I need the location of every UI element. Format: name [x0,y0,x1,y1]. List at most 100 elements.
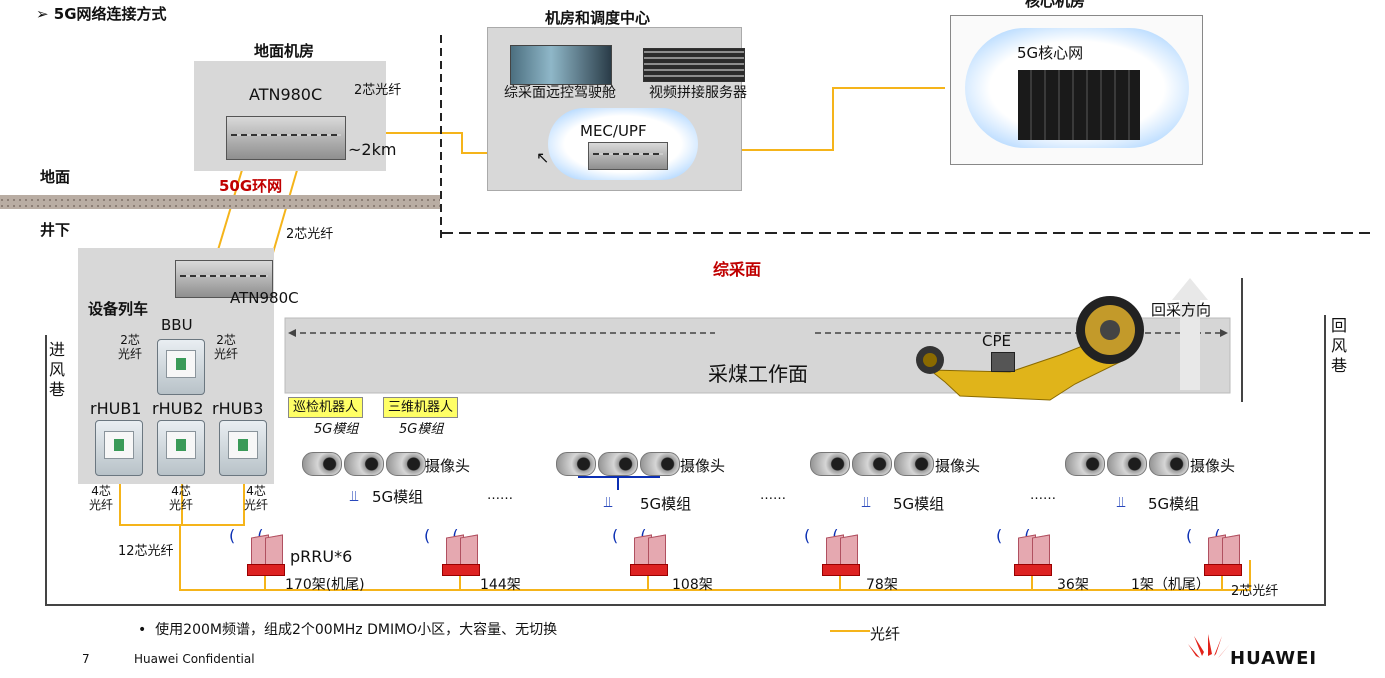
prru-icon: (( [996,526,1054,576]
prru-label-3: 108架 [672,577,713,593]
camera-group-4-module: 5G模组 [1148,495,1200,513]
prru-label-4: 78架 [866,577,898,593]
ellipsis-3: …… [1030,488,1056,503]
prru-label-6: 1架（机尾） [1131,577,1210,593]
mec-device [588,142,668,170]
prru-icon: (( [1186,526,1244,576]
server-image [643,48,745,82]
core-cloud-label: 5G核心网 [1017,44,1084,62]
page-title-text: 5G网络连接方式 [53,5,167,23]
direction-label: 回采方向 [1151,301,1212,319]
work-face-label: 采煤工作面 [708,362,808,386]
camera-group-2-label: 摄像头 [680,457,726,475]
ring-label: 50G环网 [219,177,283,195]
console-label: 综采面远控驾驶舱 [504,85,616,101]
train-atn-device [175,260,273,298]
surface-fiber-label: 2芯光纤 [354,83,402,98]
bullet-note-text: 使用200M频谱，组成2个00MHz DMIMO小区，大容量、无切换 [155,622,558,638]
camera-group-3-module: 5G模组 [893,495,945,513]
prru-icon: (( [804,526,862,576]
camera-icon [810,452,850,476]
surface-room-title: 地面机房 [254,42,315,60]
signal-icon: ⫫ [604,493,613,511]
core-title: 核心机房 [1025,0,1086,10]
surface-atn-device [226,116,346,160]
camera-group-1-module: 5G模组 [372,488,424,506]
signal-icon: ⫫ [862,493,871,511]
ellipsis-1: …… [487,488,513,503]
dispatch-title: 机房和调度中心 [545,9,651,27]
camera-icon [556,452,596,476]
train-fiber-left: 2芯 光纤 [118,333,143,361]
camera-icon [1149,452,1189,476]
train-fiber-right: 2芯 光纤 [214,333,239,361]
rhub1-cabinet [95,420,143,476]
return-shaft-label: 回风巷 [1331,316,1348,375]
bullet-note: • 使用200M频谱，组成2个00MHz DMIMO小区，大容量、无切换 [138,622,558,638]
train-atn-label: ATN980C [230,289,299,307]
prru-icon: (( [424,526,482,576]
camera-icon [386,452,426,476]
3d-robot-module: 5G模组 [399,422,444,437]
camera-group-4-label: 摄像头 [1190,457,1236,475]
last-fiber-label: 2芯光纤 [1231,584,1279,599]
fiber4-label-3: 4芯 光纤 [244,484,269,512]
bbu-cabinet [157,339,205,395]
rhub2-label: rHUB2 [152,399,204,418]
fiber12-label: 12芯光纤 [118,544,174,559]
console-image [510,45,612,85]
bbu-label: BBU [161,316,193,334]
distance-label: ~2km [348,140,397,159]
fiber4-label-1: 4芯 光纤 [89,484,114,512]
camera-icon [1065,452,1105,476]
camera-icon [894,452,934,476]
shearer-icon [916,296,1144,401]
rhub2-cabinet [157,420,205,476]
ground-below-label: 井下 [40,221,71,239]
ground-above-label: 地面 [40,168,71,186]
signal-icon: ⫫ [1117,493,1126,511]
page-number: 7 [82,652,90,666]
page-title: ➢ 5G网络连接方式 [36,5,167,23]
camera-group-2-module: 5G模组 [640,495,692,513]
prru-icon: (( [612,526,670,576]
prru-label-2: 144架 [480,577,521,593]
signal-icon: ⫫ [350,487,359,505]
camera-icon [1107,452,1147,476]
camera-icon [852,452,892,476]
rhub3-cabinet [219,420,267,476]
surface-atn-label: ATN980C [249,85,323,104]
mec-label: MEC/UPF [580,122,647,140]
prru-count-label: pRRU*6 [290,547,353,566]
camera-icon [640,452,680,476]
3d-robot-tag: 三维机器人 [383,397,459,418]
huawei-logo [1188,634,1230,658]
server-label: 视频拼接服务器 [649,85,747,101]
patrol-robot-module: 5G模组 [314,422,359,437]
camera-icon [344,452,384,476]
brand-label: HUAWEI [1230,648,1318,669]
camera-icon [302,452,342,476]
prru-label-1: 170架(机尾) [285,577,365,593]
core-server-image [1018,70,1140,140]
ellipsis-2: …… [760,488,786,503]
camera-icon [598,452,638,476]
intake-shaft-label: 进风巷 [49,340,66,399]
cpe-label: CPE [982,332,1011,350]
prru-label-5: 36架 [1057,577,1089,593]
prru-icon: (( [229,526,287,576]
fiber4-label-2: 4芯 光纤 [169,484,194,512]
rhub1-label: rHUB1 [90,399,142,418]
camera-group-3-label: 摄像头 [935,457,981,475]
confidential-label: Huawei Confidential [134,652,255,666]
train-title: 设备列车 [88,300,149,318]
legend-fiber-label: 光纤 [870,625,901,643]
cpe-device [991,352,1015,372]
face-title: 综采面 [713,260,762,279]
rhub3-label: rHUB3 [212,399,264,418]
patrol-robot-tag: 巡检机器人 [288,397,364,418]
down-fiber-label: 2芯光纤 [286,227,334,242]
camera-group-1-label: 摄像头 [425,457,471,475]
cursor-icon: ↖ [536,148,550,167]
